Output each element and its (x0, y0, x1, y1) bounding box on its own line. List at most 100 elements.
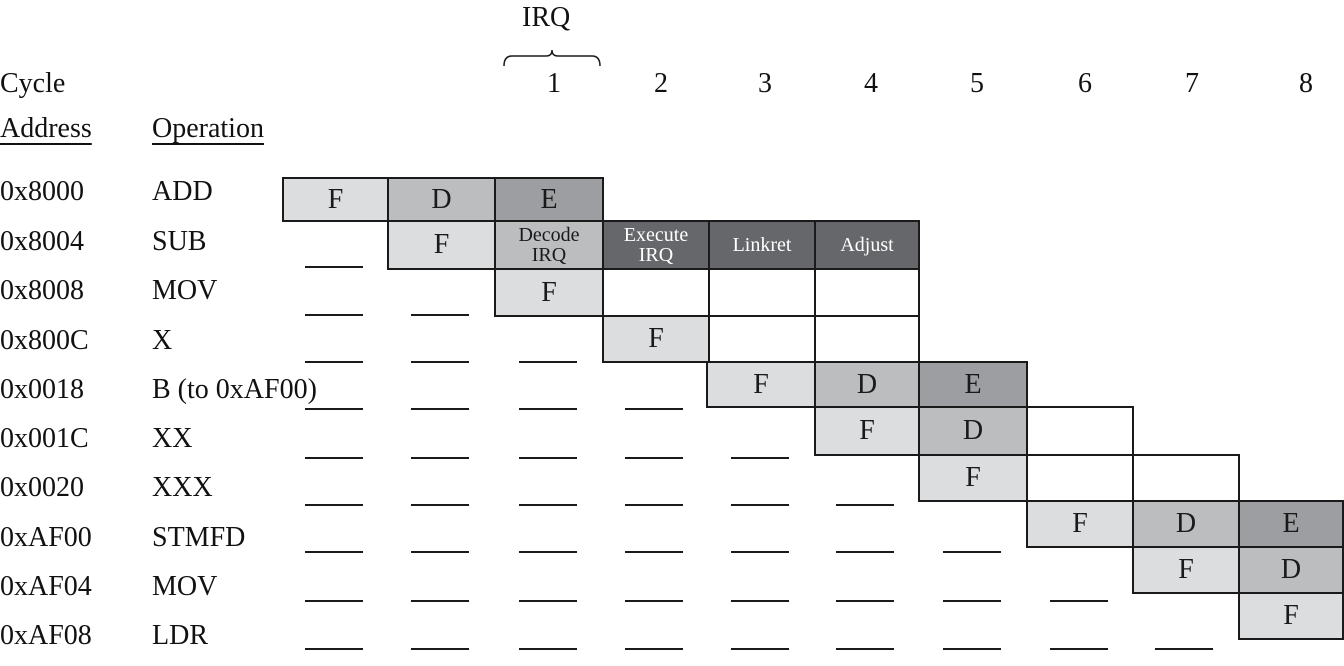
empty-slot-dash (625, 648, 683, 650)
stage-fetch: F (918, 454, 1028, 502)
stage-decode: D (918, 406, 1028, 456)
empty-slot-dash (411, 504, 469, 506)
operation-column-header: Operation (152, 113, 264, 144)
empty-slot-dash (519, 457, 577, 459)
empty-slot-dash (519, 361, 577, 363)
row-operation: XXX (152, 472, 213, 503)
cycle-number: 2 (654, 68, 668, 99)
decode-irq-line2: IRQ (531, 244, 567, 266)
empty-slot-dash (305, 648, 363, 650)
row-address: 0x8008 (0, 275, 84, 306)
row-operation: LDR (152, 620, 208, 651)
empty-slot-dash (519, 600, 577, 602)
row-address: 0x0020 (0, 472, 84, 503)
stage-empty (814, 315, 920, 363)
empty-slot-dash (1155, 648, 1213, 650)
irq-label: IRQ (522, 2, 571, 33)
empty-slot-dash (943, 600, 1001, 602)
row-address: 0x0018 (0, 374, 84, 405)
empty-slot-dash (305, 266, 363, 268)
empty-slot-dash (411, 551, 469, 553)
empty-slot-dash (411, 408, 469, 410)
row-operation: XX (152, 423, 193, 454)
stage-execute-irq: Execute IRQ (602, 220, 710, 270)
empty-slot-dash (625, 600, 683, 602)
empty-slot-dash (411, 648, 469, 650)
stage-empty (708, 268, 816, 317)
stage-empty (1132, 454, 1240, 502)
stage-execute: E (918, 361, 1028, 408)
empty-slot-dash (305, 314, 363, 316)
stage-fetch: F (387, 220, 496, 270)
stage-decode: D (387, 177, 496, 222)
empty-slot-dash (731, 600, 789, 602)
cycle-number: 7 (1185, 68, 1199, 99)
row-address: 0x8004 (0, 226, 84, 257)
row-address: 0x8000 (0, 176, 84, 207)
execute-irq-line2: IRQ (638, 244, 674, 266)
stage-fetch: F (1238, 592, 1344, 640)
cycle-label: Cycle (0, 68, 66, 99)
empty-slot-dash (305, 361, 363, 363)
stage-fetch: F (814, 406, 920, 456)
decode-irq-line1: Decode (518, 224, 580, 246)
stage-decode: D (1132, 500, 1240, 548)
cycle-number: 6 (1078, 68, 1092, 99)
row-address: 0xAF00 (0, 522, 92, 553)
row-address: 0x800C (0, 325, 89, 356)
empty-slot-dash (519, 551, 577, 553)
row-operation: SUB (152, 226, 207, 257)
stage-adjust: Adjust (814, 220, 920, 270)
empty-slot-dash (836, 648, 894, 650)
empty-slot-dash (1050, 648, 1108, 650)
cycle-number: 5 (970, 68, 984, 99)
stage-fetch: F (602, 315, 710, 363)
empty-slot-dash (836, 551, 894, 553)
irq-brace-icon (503, 50, 601, 67)
stage-fetch: F (1132, 546, 1240, 594)
stage-fetch: F (1026, 500, 1134, 548)
cycle-number: 4 (864, 68, 878, 99)
empty-slot-dash (836, 504, 894, 506)
row-address: 0xAF04 (0, 571, 92, 602)
stage-fetch: F (282, 177, 389, 222)
stage-empty (708, 315, 816, 363)
empty-slot-dash (1050, 600, 1108, 602)
stage-decode: D (1238, 546, 1344, 594)
cycle-number: 3 (758, 68, 772, 99)
stage-linkret: Linkret (708, 220, 816, 270)
row-operation: X (152, 325, 173, 356)
empty-slot-dash (411, 600, 469, 602)
empty-slot-dash (305, 551, 363, 553)
stage-execute: E (494, 177, 604, 222)
empty-slot-dash (305, 408, 363, 410)
empty-slot-dash (731, 551, 789, 553)
empty-slot-dash (305, 600, 363, 602)
empty-slot-dash (305, 504, 363, 506)
row-operation: MOV (152, 571, 218, 602)
row-operation: ADD (152, 176, 213, 207)
stage-decode: D (814, 361, 920, 408)
row-address: 0xAF08 (0, 620, 92, 651)
stage-empty (1026, 406, 1134, 456)
empty-slot-dash (411, 457, 469, 459)
empty-slot-dash (625, 408, 683, 410)
stage-empty (814, 268, 920, 317)
address-column-header: Address (0, 113, 92, 144)
empty-slot-dash (943, 551, 1001, 553)
empty-slot-dash (731, 648, 789, 650)
stage-empty (1026, 454, 1134, 502)
stage-fetch: F (706, 361, 816, 408)
stage-fetch: F (494, 268, 604, 317)
empty-slot-dash (625, 504, 683, 506)
empty-slot-dash (519, 504, 577, 506)
row-operation: MOV (152, 275, 218, 306)
empty-slot-dash (731, 504, 789, 506)
row-operation: B (to 0xAF00) (152, 374, 317, 405)
empty-slot-dash (519, 648, 577, 650)
empty-slot-dash (625, 551, 683, 553)
stage-decode-irq: Decode IRQ (494, 220, 604, 270)
cycle-number: 1 (547, 68, 561, 99)
stage-empty (602, 268, 710, 317)
cycle-number: 8 (1299, 68, 1313, 99)
